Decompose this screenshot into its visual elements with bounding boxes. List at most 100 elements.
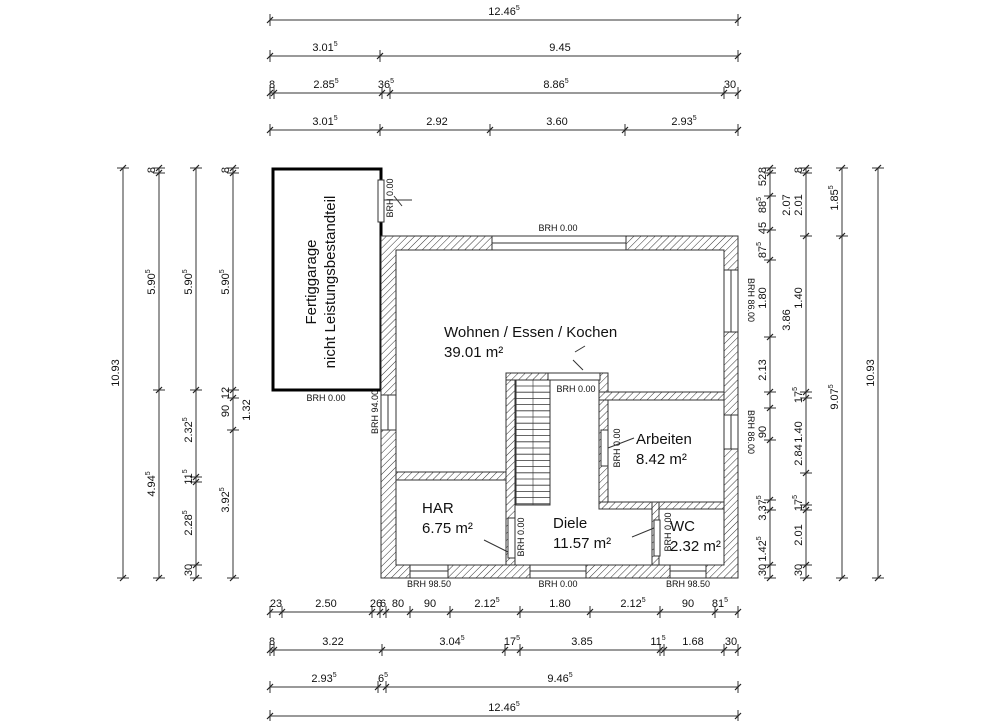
dimension-value: 3.045 [439,635,464,648]
brh-label: BRH 0.00 [306,393,345,403]
dimension-value-value: 81 [712,598,724,610]
dimension-value-value: 6 [378,673,384,685]
dimension-value-value: 52 [757,174,769,186]
dimension-value-sup: 5 [145,471,152,475]
dimension-value-value: 2.12 [474,598,495,610]
dimension-value-sup: 5 [642,597,646,604]
dimension-value: 8 [793,167,805,173]
dimension-value: 8 [757,167,769,173]
dimension-value: 3.015 [312,41,337,54]
dimension-value-value: 30 [725,636,737,648]
dimension-value-value: 2.50 [315,598,336,610]
room-area: 2.32 m² [670,538,721,555]
dimension-value-value: 8 [757,167,769,173]
dimension-value-value: 3.01 [312,42,333,54]
dimension-value: 885 [756,197,769,213]
dimension-value-sup: 5 [145,269,152,273]
door-arbeiten [600,429,609,467]
dimension-value: 90 [757,426,769,438]
dimension-value: 9.45 [549,42,570,54]
dimension-value-value: 8 [220,167,232,173]
dimension-value-value: 90 [424,598,436,610]
brh-label: BRH 98.50 [666,579,710,589]
dimension-value: 65 [378,672,388,685]
dimension-value-value: 36 [378,79,390,91]
garage-label-2: nicht Leistungsbestandteil [322,196,339,369]
openings [377,179,739,579]
brh-label: BRH 0.00 [385,178,395,217]
dimension-value: 45 [757,222,769,234]
dimension-value-value: 1.42 [757,540,769,561]
room-name: Diele [553,515,587,532]
dimension-value-value: 3.01 [312,116,333,128]
brh-label: BRH 98.50 [407,579,451,589]
dimension-line-h: 3.015 9.45 [266,41,742,62]
dimension-value-value: 10.93 [110,359,122,387]
dimension-value-value: 2.13 [757,359,769,380]
dimension-value-value: 26 [370,598,382,610]
dimension-value: 8 [269,636,275,648]
dimension-value: 26 [370,598,382,610]
dimension-value-value: 3.04 [439,636,460,648]
dimension-value-value: 11 [183,473,195,484]
dimension-value: 30 [725,636,737,648]
dimension-value-value: 10.93 [865,359,877,387]
dimension-value: 90 [424,598,436,610]
dimension-value-sup: 5 [516,701,520,708]
dimension-value: 52 [757,174,769,186]
dimension-value-value: 4.94 [146,475,158,496]
dimension-value: 1.40 [793,421,805,442]
dimension-value-value: 9.07 [829,388,841,409]
dimension-value-value: 3.37 [757,499,769,520]
dimension-value: 2.325 [182,417,195,442]
dimension-value: 3.86 [781,309,793,330]
dimension-value-value: 12 [220,387,232,399]
dimension-value-value: 17 [793,499,805,511]
dimension-value: 2.50 [315,598,336,610]
dimension-value: 2.01 [793,194,805,215]
dimension-value: 30 [757,564,769,576]
dimension-value-value: 88 [757,201,769,213]
room-name: WC [670,518,695,535]
dimension-value-value: 30 [757,564,769,576]
dimension-value-value: 5.90 [183,273,195,294]
room-name: HAR [422,500,454,517]
dimension-value: 1.32 [241,399,253,420]
dimension-value-value: 5.90 [220,273,232,294]
dimension-value: 2.01 [793,524,805,545]
dimension-value: 10.93 [865,359,877,387]
brh-label: BRH 0.00 [612,428,622,467]
dimension-value-value: 1.80 [549,598,570,610]
dimension-line-h: 12.465 [266,5,742,26]
dimension-value-value: 8 [269,79,275,91]
room-area: 11.57 m² [553,535,611,552]
dimension-value-sup: 5 [828,384,835,388]
dimension-value-value: 2.01 [793,524,805,545]
dimension-value-value: 2.01 [793,194,805,215]
dimension-value-value: 8 [146,167,158,173]
brh-label: BRH 0.00 [516,517,526,556]
dimension-value-sup: 5 [219,269,226,273]
dimension-value-value: 3.86 [781,309,793,330]
dimension-value: 1.80 [549,598,570,610]
dimension-value: 23 [270,598,282,610]
dimension-value: 90 [682,598,694,610]
dimension-value-sup: 5 [333,672,337,679]
dimension-value-value: 5.90 [146,273,158,294]
dimension-value: 5.905 [182,269,195,294]
dimension-value-sup: 5 [756,197,763,201]
dimension-value: 1.425 [756,536,769,561]
dimension-value: 8 [220,167,232,173]
dimension-value: 2.935 [311,672,336,685]
dimension-value-sup: 5 [792,495,799,499]
dimension-value-value: 90 [682,598,694,610]
dimension-value: 9.465 [547,672,572,685]
dimension-value-value: 2.07 [781,194,793,215]
